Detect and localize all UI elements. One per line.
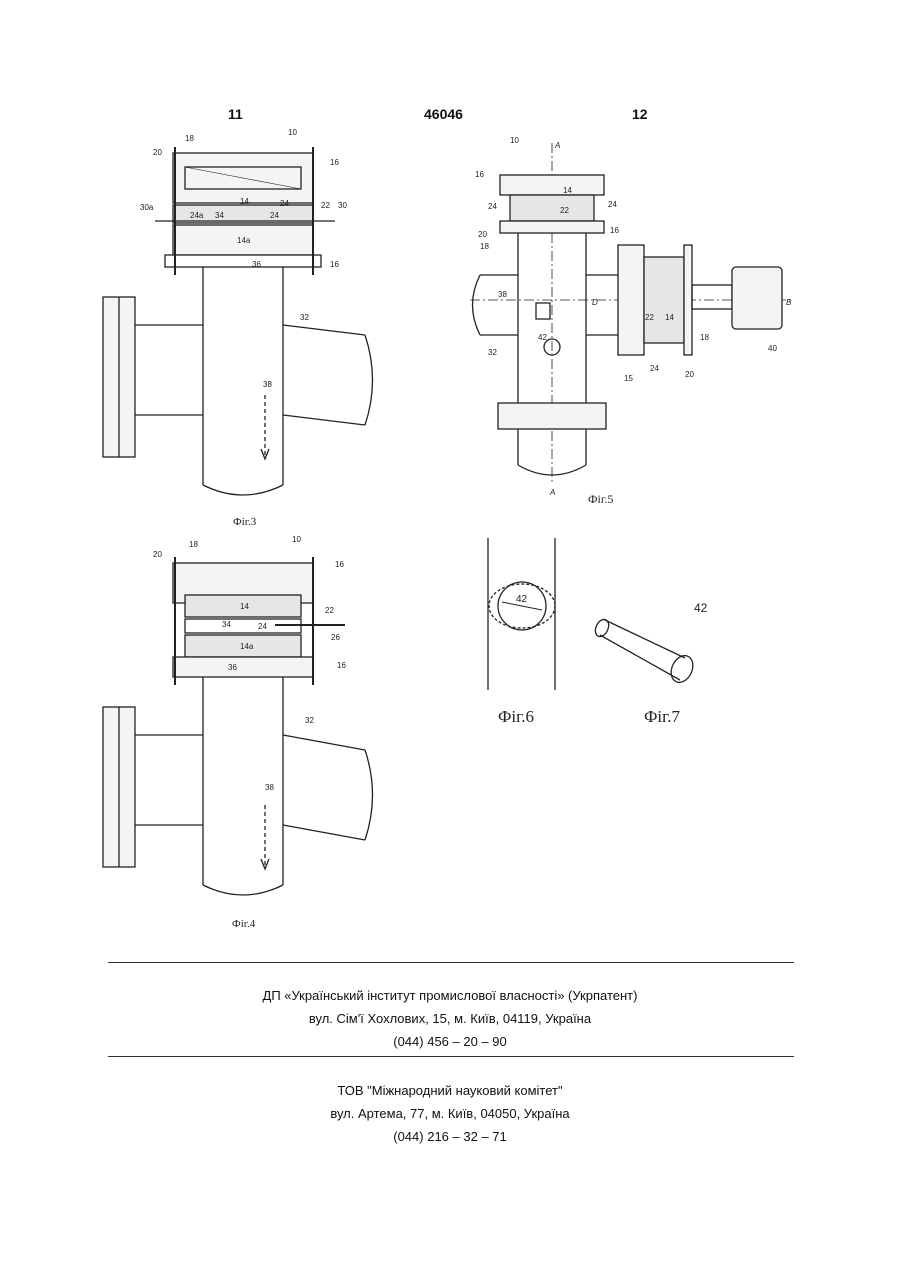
label: 16 (335, 560, 344, 569)
label: A (554, 141, 560, 150)
label: 24a (190, 211, 204, 220)
printer-phone: (044) 216 – 32 – 71 (0, 1129, 900, 1144)
divider (108, 962, 794, 963)
label: 16 (337, 661, 346, 670)
figure-4-drawing: 20 18 10 16 14 34 22 24 26 14a 36 16 32 … (95, 535, 395, 935)
figure-5-caption: Фіг.5 (588, 492, 613, 506)
label: 22 (560, 206, 569, 215)
publisher-address: вул. Сім'ї Хохлових, 15, м. Київ, 04119,… (0, 1011, 900, 1026)
label: 32 (305, 716, 314, 725)
label: 16 (610, 226, 619, 235)
label: 10 (288, 128, 297, 137)
label: 14a (237, 236, 251, 245)
figure-6-drawing: 42 Фіг.6 (460, 530, 590, 730)
label: 14 (240, 602, 249, 611)
label: 42 (538, 333, 547, 342)
figure-7-caption: Фіг.7 (644, 707, 680, 726)
label: D (592, 298, 598, 307)
figure-6-caption: Фіг.6 (498, 707, 534, 726)
label: 18 (700, 333, 709, 342)
publisher-phone: (044) 456 – 20 – 90 (0, 1034, 900, 1049)
label: 10 (292, 535, 301, 544)
label: 38 (498, 290, 507, 299)
label: 24 (258, 622, 267, 631)
label: 20 (478, 230, 487, 239)
label: 36 (252, 260, 261, 269)
label: 14 (665, 313, 674, 322)
label: 18 (185, 134, 194, 143)
label: 10 (510, 136, 519, 145)
label: 38 (265, 783, 274, 792)
label: 18 (480, 242, 489, 251)
label: A (549, 488, 555, 497)
figure-5-drawing: 10 A 16 14 22 24 24 16 20 18 38 D B 42 3… (460, 125, 800, 515)
label: 16 (330, 158, 339, 167)
label: 34 (215, 211, 224, 220)
label: 24 (650, 364, 659, 373)
label: 42 (694, 601, 708, 615)
label: 16 (330, 260, 339, 269)
label: 42 (516, 594, 528, 605)
label: 14a (240, 642, 254, 651)
label: 36 (228, 663, 237, 672)
page-number-left: 11 (228, 106, 243, 122)
label: 24 (270, 211, 279, 220)
figure-3-caption: Фіг.3 (233, 516, 257, 528)
label: 22 (321, 201, 330, 210)
label: 32 (488, 348, 497, 357)
label: 22 (645, 313, 654, 322)
patent-number: 46046 (424, 106, 463, 122)
label: B (786, 298, 792, 307)
page-number-right: 12 (632, 106, 648, 122)
label: 22 (325, 606, 334, 615)
label: 24 (280, 199, 289, 208)
label: 38 (263, 380, 272, 389)
printer-address: вул. Артема, 77, м. Київ, 04050, Україна (0, 1106, 900, 1121)
label: 15 (624, 374, 633, 383)
label: 40 (768, 344, 777, 353)
figure-7-drawing: 42 Фіг.7 (590, 590, 740, 730)
label: 26 (331, 633, 340, 642)
label: 20 (153, 550, 162, 559)
label: 30a (140, 203, 154, 212)
label: 24 (608, 200, 617, 209)
label: 16 (475, 170, 484, 179)
label: 18 (189, 540, 198, 549)
label: 20 (153, 148, 162, 157)
printer-name: ТОВ "Міжнародний науковий комітет" (0, 1083, 900, 1098)
label: 24 (488, 202, 497, 211)
divider (108, 1056, 794, 1057)
figure-3-drawing: 10 18 20 16 30a 24a 24 14 34 24 14a 22 3… (95, 125, 395, 535)
publisher-name: ДП «Український інститут промислової вла… (0, 988, 900, 1003)
label: 14 (563, 186, 572, 195)
label: 20 (685, 370, 694, 379)
label: 14 (240, 197, 249, 206)
label: 34 (222, 620, 231, 629)
figure-4-caption: Фіг.4 (232, 918, 256, 930)
label: 30 (338, 201, 347, 210)
label: 32 (300, 313, 309, 322)
